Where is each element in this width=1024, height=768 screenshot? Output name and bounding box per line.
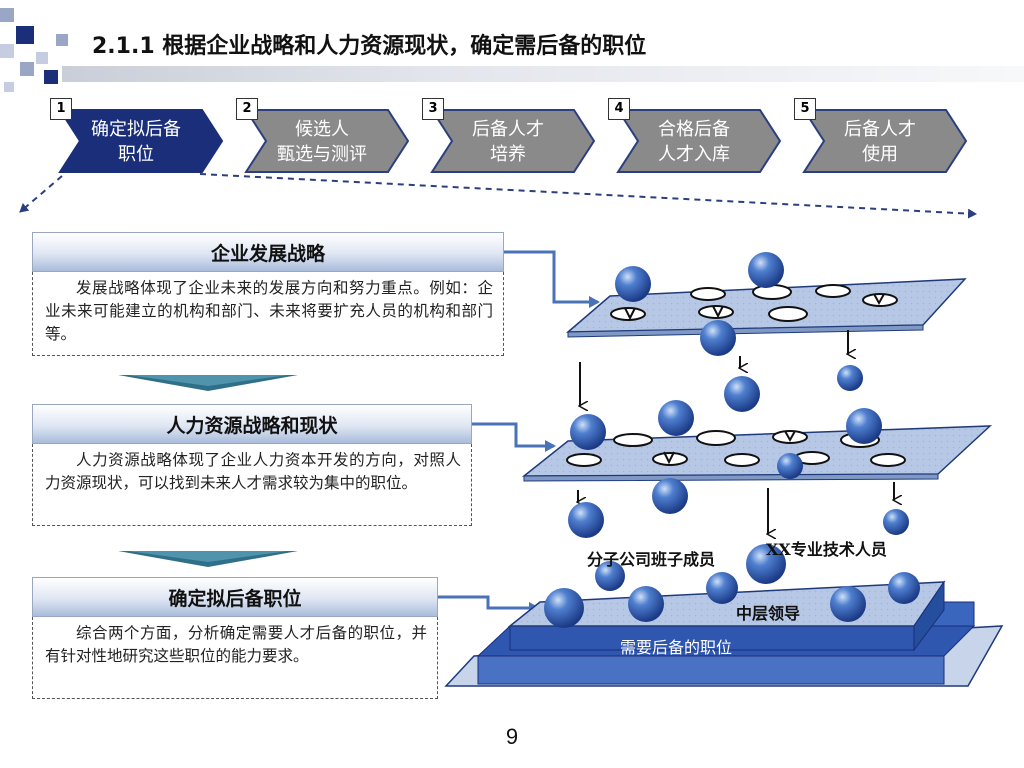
label-subsidiary-members: 分子公司班子成员: [587, 550, 716, 569]
process-step-3: 后备人才 培养 3: [422, 98, 598, 174]
step-number: 3: [422, 98, 444, 120]
section-heading-strategy: 企业发展战略: [32, 232, 504, 272]
section-heading-hr: 人力资源战略和现状: [32, 404, 472, 444]
process-step-4: 合格后备 人才入库 4: [608, 98, 784, 174]
down-chevron: [118, 375, 298, 391]
filter-plate-upper: [565, 278, 967, 338]
section-body-strategy: 发展战略体现了企业未来的发展方向和努力重点。例如：企业未来可能建立的机构和部门、…: [32, 272, 504, 356]
step-arrow-shape: [616, 109, 782, 173]
step-number: 2: [236, 98, 258, 120]
decor-square: [36, 52, 48, 64]
step-arrow-shape: [430, 109, 596, 173]
connector-arrow: [472, 422, 556, 452]
decor-square: [20, 62, 34, 76]
step-number: 4: [608, 98, 630, 120]
connector-arrow: [438, 595, 540, 614]
expansion-dashed-lines: [19, 173, 977, 219]
drop-arrow: [712, 305, 724, 319]
drop-arrow: [663, 451, 675, 465]
step-arrow-shape: [244, 109, 410, 173]
process-step-2: 候选人 甄选与测评 2: [236, 98, 412, 174]
page-number: 9: [505, 724, 519, 749]
drop-arrow: [873, 293, 885, 306]
step-label: 合格后备 人才入库: [658, 119, 730, 165]
filter-diagram: [438, 250, 1004, 687]
drop-arrow: [624, 307, 636, 321]
step-label: 候选人 甄选与测评: [277, 119, 367, 165]
step-label: 确定拟后备 职位: [91, 119, 181, 165]
talent-balls: [544, 252, 920, 628]
process-step-1: 确定拟后备 职位 1: [50, 98, 226, 174]
decor-square: [16, 26, 34, 44]
label-middle-managers: 中层领导: [736, 604, 801, 623]
step-label: 后备人才 使用: [844, 119, 916, 165]
decor-square: [56, 34, 68, 46]
section-heading-positions: 确定拟后备职位: [32, 577, 438, 617]
section-body-hr: 人力资源战略体现了企业人力资本开发的方向，对照人力资源现状，可以找到未来人才需求…: [32, 444, 472, 526]
title-underline-bar: [62, 66, 1024, 82]
connector-arrow: [504, 250, 600, 308]
step-arrow-shape: [58, 109, 224, 173]
step-label: 后备人才 培养: [472, 119, 544, 165]
decor-square: [0, 44, 14, 58]
step-arrow-shape: [802, 109, 968, 173]
drop-arrow: [784, 430, 796, 443]
step-number: 1: [50, 98, 72, 120]
section-body-positions: 综合两个方面，分析确定需要人才后备的职位，并有针对性地研究这些职位的能力要求。: [32, 617, 438, 699]
label-technical-staff: XX专业技术人员: [766, 540, 887, 559]
decor-square: [44, 70, 58, 84]
decor-square: [0, 8, 14, 22]
page-title: 2.1.1 根据企业战略和人力资源现状，确定需后备的职位: [92, 34, 647, 59]
step-number: 5: [794, 98, 816, 120]
process-step-5: 后备人才 使用 5: [794, 98, 970, 174]
label-backup-positions: 需要后备的职位: [620, 638, 733, 657]
decor-square: [4, 82, 14, 92]
down-chevron: [118, 551, 298, 567]
